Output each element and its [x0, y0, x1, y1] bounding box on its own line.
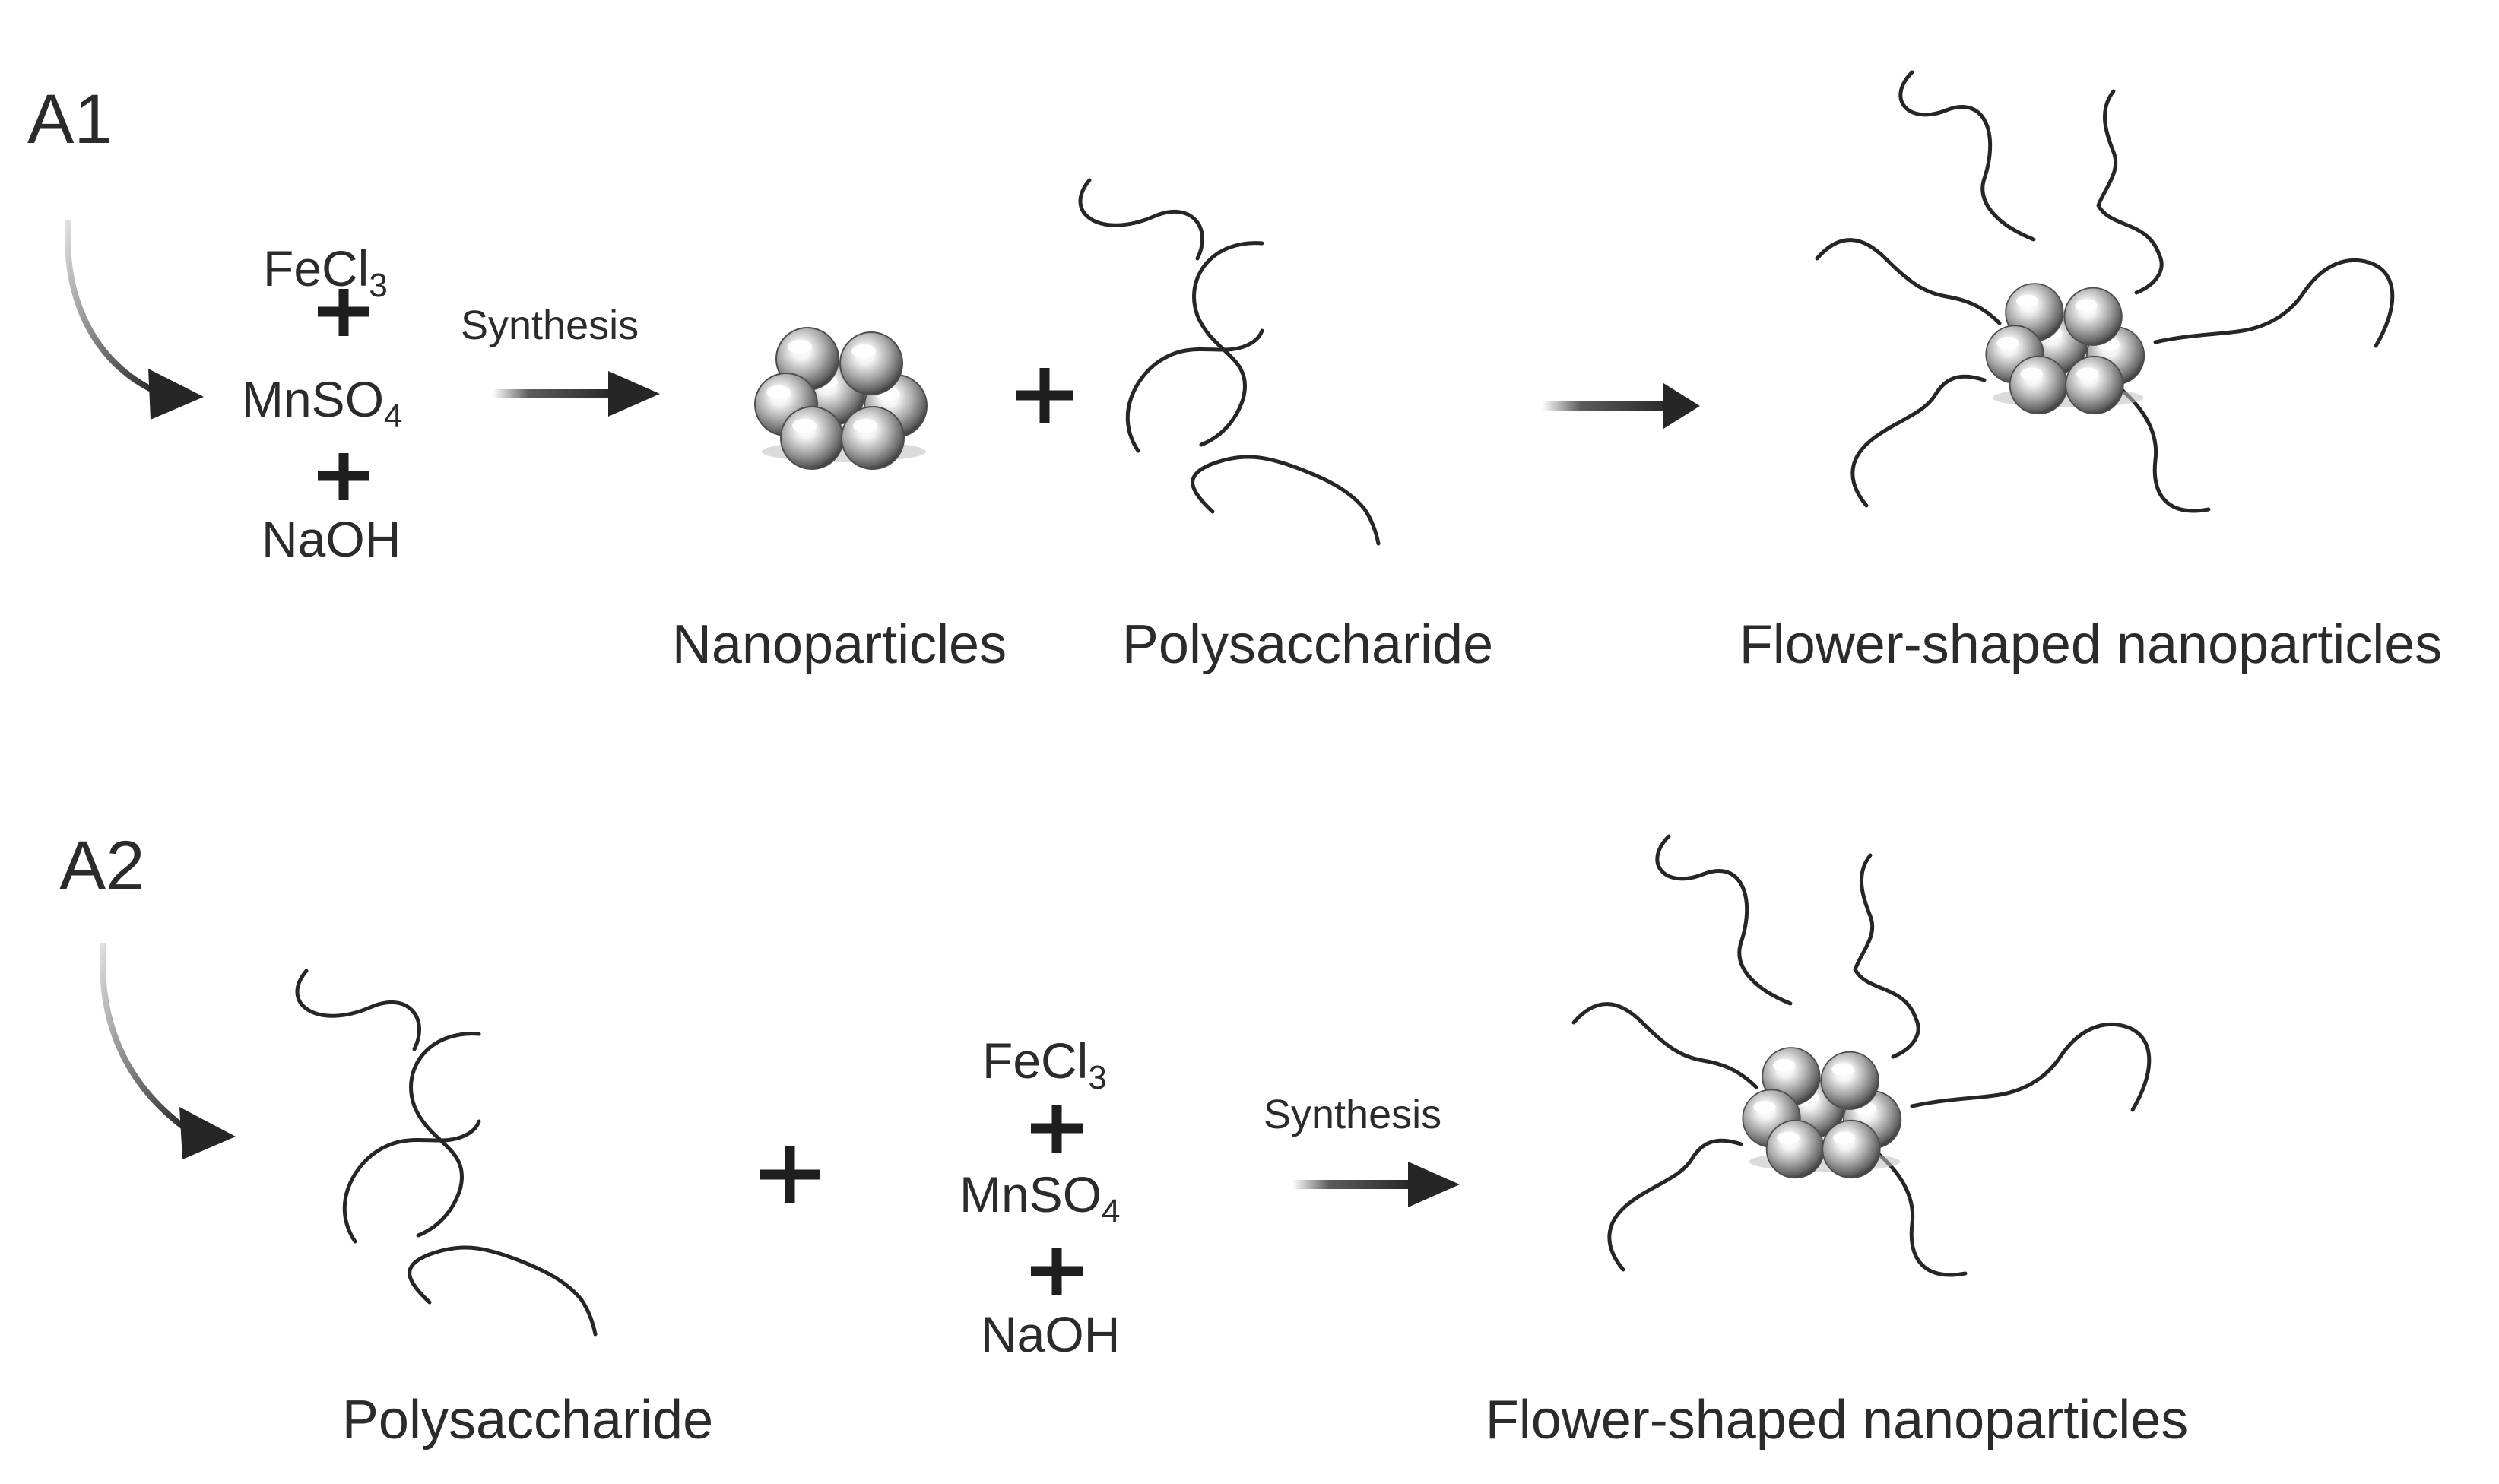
nanoparticles-cluster [755, 328, 927, 469]
panel-a2-entry-arrow [100, 942, 236, 1159]
flower-shaped-nanoparticle [1817, 72, 2393, 511]
flower-shaped-nanoparticles-label: Flower-shaped nanoparticles [1486, 1390, 2189, 1451]
panel-a1-label: A1 [27, 81, 113, 158]
plus-sign [1031, 1105, 1083, 1153]
reagent-mnso4: MnSO4 [959, 1166, 1121, 1230]
panel-a2-label: A2 [59, 827, 145, 905]
panel-a1-entry-arrow [65, 220, 204, 420]
flower-shaped-nanoparticles-label: Flower-shaped nanoparticles [1739, 614, 2443, 675]
reagent-fecl3: FeCl3 [263, 240, 388, 304]
polysaccharide-strands [297, 971, 595, 1334]
plus-sign [318, 289, 369, 336]
reagent-naoh: NaOH [262, 511, 401, 567]
plus-sign [318, 453, 369, 500]
panel-a1-product-arrow [1542, 383, 1700, 429]
polysaccharide-strands [1080, 180, 1378, 544]
flower-shaped-nanoparticle [1574, 836, 2149, 1275]
panel-a2: A2 FeCl3 MnSO4 NaOH Synthesis [59, 827, 2188, 1451]
panel-a1-reagents: FeCl3 MnSO4 NaOH [242, 240, 403, 567]
reagent-mnso4: MnSO4 [242, 371, 403, 435]
nanoparticles-label: Nanoparticles [672, 614, 1007, 675]
reagent-fecl3: FeCl3 [982, 1032, 1107, 1096]
polysaccharide-label: Polysaccharide [1122, 614, 1493, 675]
plus-sign [1031, 1248, 1083, 1295]
synthesis-label: Synthesis [461, 303, 639, 348]
panel-a2-reagents: FeCl3 MnSO4 NaOH [959, 1032, 1121, 1362]
polysaccharide-label: Polysaccharide [342, 1390, 713, 1451]
reagent-naoh: NaOH [981, 1306, 1120, 1362]
synthesis-label: Synthesis [1264, 1092, 1441, 1137]
plus-sign [1016, 368, 1073, 423]
panel-a1-synthesis-arrow: Synthesis [461, 303, 660, 417]
plus-sign [760, 1146, 820, 1203]
panel-a1: A1 FeCl3 MnSO4 NaOH Synthesis [27, 72, 2442, 675]
panel-a2-synthesis-arrow: Synthesis [1264, 1092, 1460, 1207]
